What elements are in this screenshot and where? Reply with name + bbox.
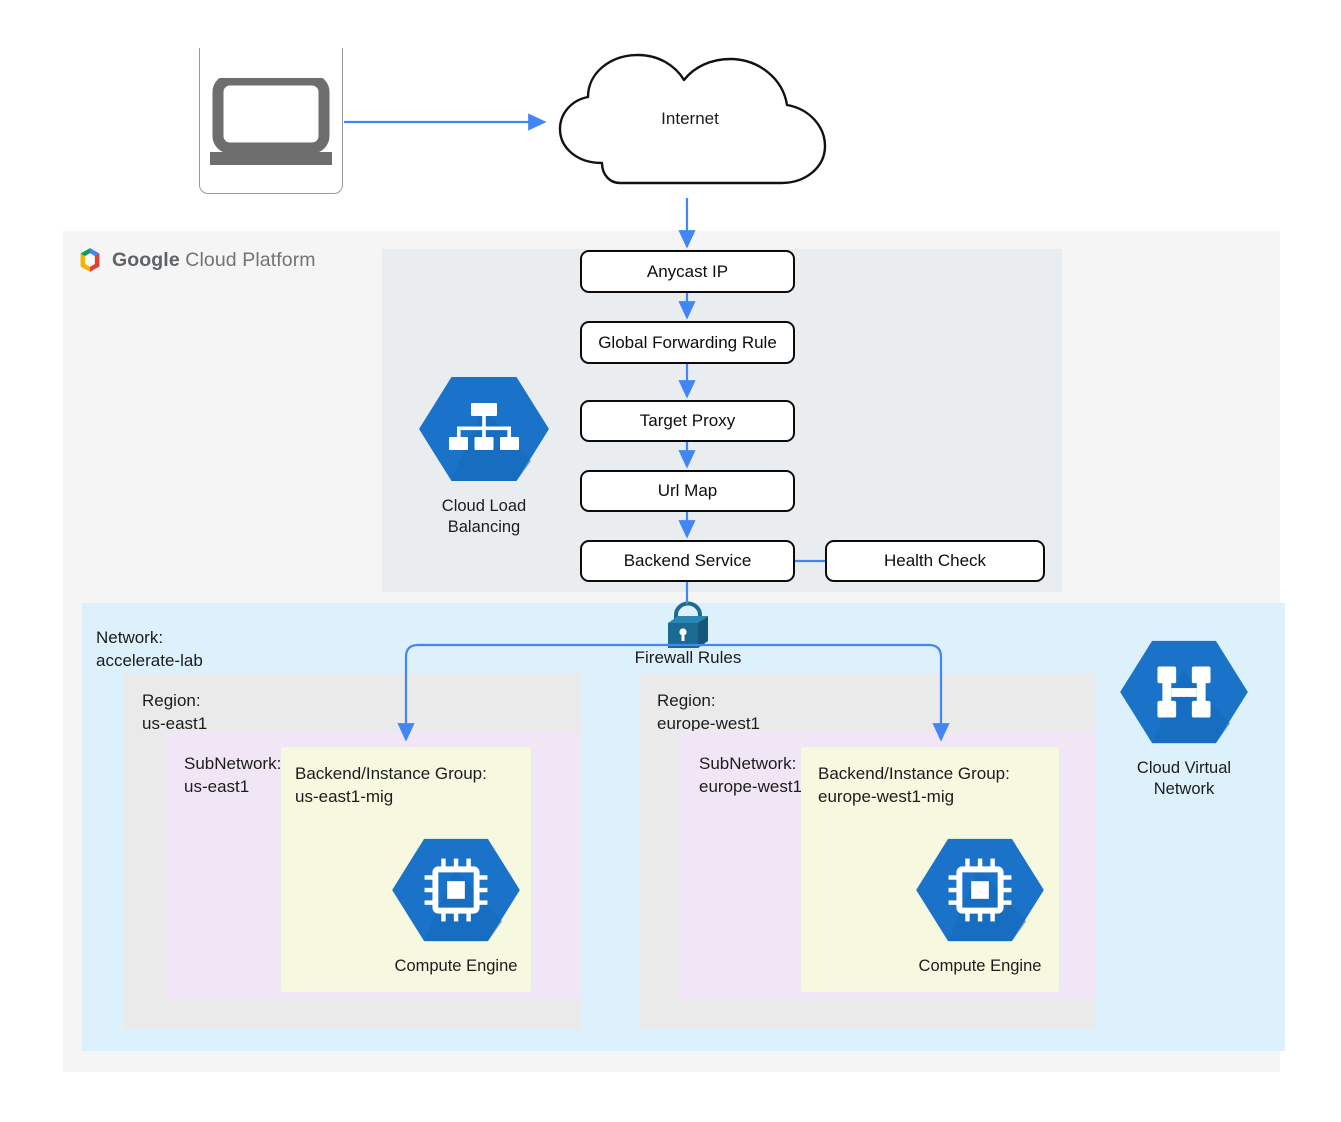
gcp-logo: Google Cloud Platform [76,245,316,275]
cloud-virtual-network-caption: Cloud Virtual Network [1136,759,1232,798]
padlock-icon [668,601,708,648]
cloud-load-balancing-icon-group: Cloud Load Balancing [419,373,549,538]
internet-label: Internet [661,109,719,128]
gcp-logo-text-bold: Google [112,248,180,271]
cloud-virtual-network-icon-group: Cloud Virtual Network [1120,637,1248,800]
flow-box-health-check[interactable]: Health Check [825,540,1045,582]
subnetwork-label-europe-west1: SubNetwork: europe-west1 [699,754,803,796]
gcp-logo-text: Google Cloud Platform [112,249,316,272]
backend-instance-group-label-europe-west1: Backend/Instance Group: europe-west1-mig [818,764,1010,806]
flow-box-global-forwarding-rule[interactable]: Global Forwarding Rule [580,321,795,364]
subnetwork-label-us-east1: SubNetwork: us-east1 [184,754,282,796]
gcp-logo-text-light: Cloud Platform [179,248,316,271]
google-cloud-logo-icon [80,248,100,272]
compute-engine-icon [392,838,520,942]
network-label: Network: accelerate-lab [96,628,203,670]
cloud-virtual-network-icon [1120,640,1248,744]
compute-engine-caption-europe-west1: Compute Engine [918,957,1042,975]
compute-engine-icon [916,838,1044,942]
flow-box-backend-service[interactable]: Backend Service [580,540,795,582]
laptop-icon [210,78,332,165]
internet-cloud-icon [558,53,827,185]
firewall-rules-label: Firewall Rules [634,648,742,667]
backend-instance-group-label-us-east1: Backend/Instance Group: us-east1-mig [295,764,487,806]
region-label-europe-west1: Region: europe-west1 [657,691,761,733]
compute-engine-icon-group-europe-west1: Compute Engine [916,835,1044,977]
compute-engine-icon-group-us-east1: Compute Engine [392,835,520,977]
flow-box-url-map[interactable]: Url Map [580,470,795,512]
cloud-load-balancing-caption: Cloud Load Balancing [441,497,527,536]
flow-box-anycast-ip[interactable]: Anycast IP [580,250,795,293]
flow-box-target-proxy[interactable]: Target Proxy [580,400,795,442]
compute-engine-caption-us-east1: Compute Engine [394,957,518,975]
region-label-us-east1: Region: us-east1 [142,691,208,733]
cloud-load-balancing-icon [419,377,549,481]
